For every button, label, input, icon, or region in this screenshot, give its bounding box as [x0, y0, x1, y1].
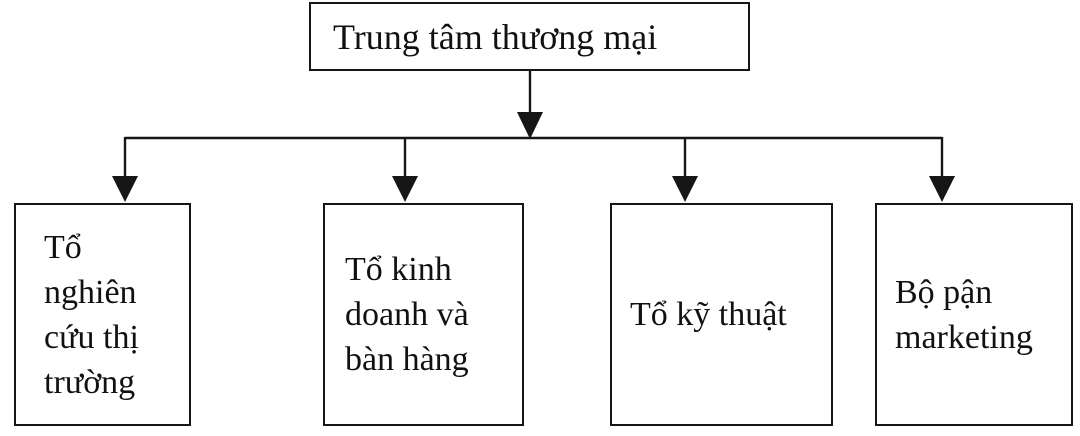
node-business-sales-team: Tổ kinh doanh và bàn hàng — [323, 203, 524, 426]
node-label: Tổ kinh doanh và bàn hàng — [345, 251, 469, 378]
node-marketing-department: Bộ pận marketing — [875, 203, 1073, 426]
node-label: Tổ kỹ thuật — [630, 296, 787, 333]
arrow-down-icon — [929, 176, 955, 202]
arrow-down-icon — [392, 176, 418, 202]
arrow-down-icon — [672, 176, 698, 202]
node-label: Tổ nghiên cứu thị trường — [44, 228, 139, 401]
arrow-down-icon — [517, 112, 543, 139]
node-label: Trung tâm thương mại — [333, 16, 658, 57]
node-trade-center: Trung tâm thương mại — [309, 2, 750, 71]
node-technical-team: Tổ kỹ thuật — [610, 203, 833, 426]
node-label: Bộ pận marketing — [895, 273, 1033, 356]
node-market-research-team: Tổ nghiên cứu thị trường — [14, 203, 191, 426]
arrow-down-icon — [112, 176, 138, 202]
